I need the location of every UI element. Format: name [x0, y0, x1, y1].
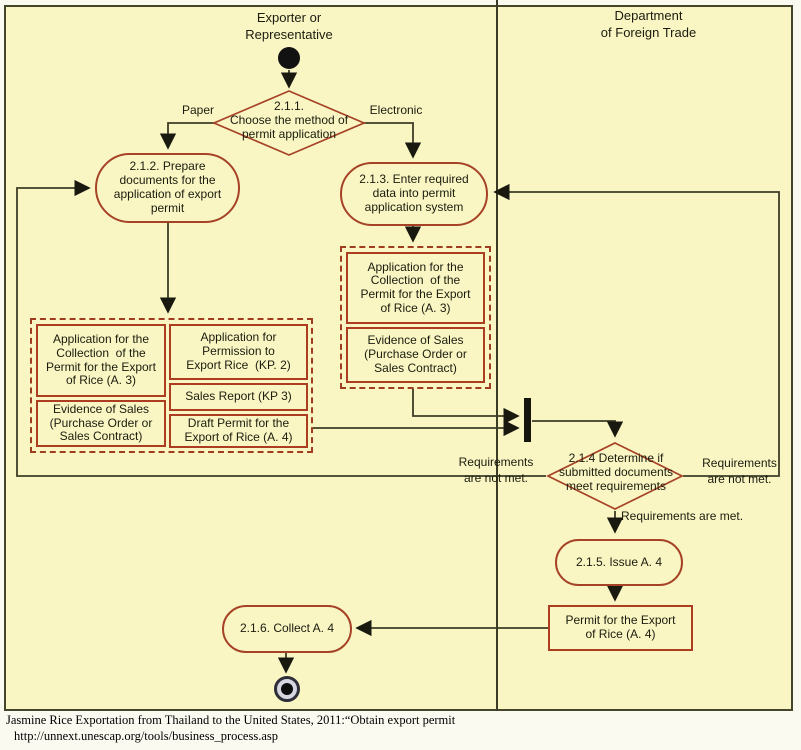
document-application-a3-electronic: Application for the Collection of the Pe…	[346, 252, 485, 324]
decision-2-1-1-label: 2.1.1. Choose the method of permit appli…	[229, 99, 349, 141]
edge-join-to-determine	[532, 420, 624, 438]
end-node-dot	[281, 683, 293, 695]
decision-diamond-2-1-4	[546, 442, 684, 510]
guard-label-not-met-right: Requirements are not met.	[702, 456, 777, 486]
document-application-a3-paper: Application for the Collection of the Pe…	[36, 324, 166, 397]
edge-not-met-left-loop	[16, 179, 546, 477]
edge-choose-electronic	[364, 122, 422, 159]
lane-header-exporter: Exporter or Representative	[245, 10, 333, 42]
document-application-kp2: Application for Permission to Export Ric…	[169, 324, 308, 380]
document-group-paper	[30, 318, 313, 453]
document-evidence-of-sales-electronic: Evidence of Sales (Purchase Order or Sal…	[346, 327, 485, 383]
join-synchronization-bar	[524, 398, 531, 442]
lane-header-foreign-trade: Department of Foreign Trade	[600, 8, 697, 40]
edge-choose-paper	[159, 122, 214, 150]
branch-label-electronic: Electronic	[369, 103, 423, 117]
footer-citation: Jasmine Rice Exportation from Thailand t…	[6, 713, 456, 727]
decision-2-1-4-label: 2.1.4 Determine if submitted documents m…	[558, 451, 674, 493]
activity-2-1-5-issue-a4: 2.1.5. Issue A. 4	[555, 539, 683, 586]
branch-label-paper: Paper	[181, 103, 215, 117]
swimlane-divider	[496, 0, 498, 711]
activity-2-1-3-enter-data: 2.1.3. Enter required data into permit a…	[340, 162, 488, 226]
activity-2-1-6-collect-a4: 2.1.6. Collect A. 4	[222, 605, 352, 653]
footer-source-url: http://unnext.unescap.org/tools/business…	[14, 729, 278, 743]
document-draft-permit-a4: Draft Permit for the Export of Rice (A. …	[169, 414, 308, 448]
document-group-electronic	[340, 246, 491, 389]
activity-2-1-2-prepare-documents: 2.1.2. Prepare documents for the applica…	[95, 153, 240, 223]
end-node	[274, 676, 300, 702]
decision-diamond-2-1-1	[211, 90, 367, 156]
guard-label-met: Requirements are met.	[621, 509, 744, 523]
document-permit-export-a4: Permit for the Export of Rice (A. 4)	[548, 605, 693, 651]
document-sales-report-kp3: Sales Report (KP 3)	[169, 383, 308, 411]
guard-label-not-met-left: Requirements are not met.	[458, 455, 534, 485]
edge-not-met-right-loop	[493, 183, 780, 477]
edge-right-documents-to-join	[412, 389, 520, 425]
document-evidence-of-sales-paper: Evidence of Sales (Purchase Order or Sal…	[36, 400, 166, 447]
start-node	[278, 47, 300, 69]
